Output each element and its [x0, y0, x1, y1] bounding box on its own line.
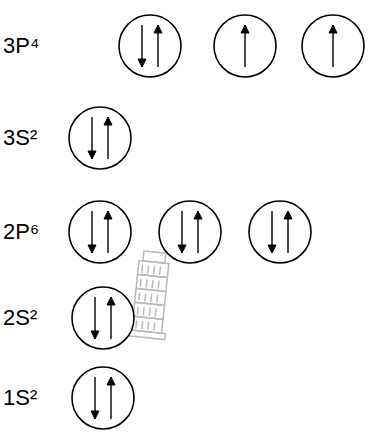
orbital-circle [72, 287, 134, 349]
arrow-head [138, 59, 146, 67]
arrow-head [329, 25, 337, 33]
arrow-head [104, 211, 112, 219]
orbital-circle [302, 15, 364, 77]
orbital-label: 3S² [3, 127, 37, 149]
orbital-label: 3P⁴ [3, 35, 39, 57]
arrow-head [91, 411, 99, 419]
arrow-head [194, 211, 202, 219]
arrow-head [178, 245, 186, 253]
arrow-head [107, 297, 115, 305]
orbital-label: 2S² [3, 307, 37, 329]
arrow-head [284, 211, 292, 219]
arrow-head [241, 25, 249, 33]
arrow-head [107, 377, 115, 385]
orbital-circle [69, 201, 131, 263]
arrow-head [91, 331, 99, 339]
orbital-circle [249, 201, 311, 263]
tower-watermark [127, 250, 174, 340]
arrow-head [154, 25, 162, 33]
orbital-circle [69, 107, 131, 169]
orbital-circle [119, 15, 181, 77]
orbital-label: 1S² [3, 387, 37, 409]
arrow-head [104, 117, 112, 125]
arrow-head [268, 245, 276, 253]
orbital-circle [72, 367, 134, 429]
arrow-head [88, 245, 96, 253]
orbital-label: 2P⁶ [3, 221, 39, 243]
orbital-circle [214, 15, 276, 77]
arrow-head [88, 151, 96, 159]
orbital-circle [159, 201, 221, 263]
